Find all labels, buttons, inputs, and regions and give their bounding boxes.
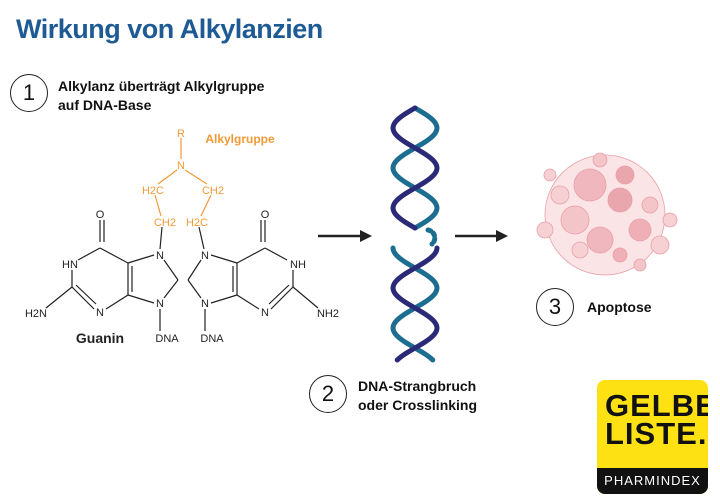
strand-break — [425, 227, 438, 247]
step-3-number: 3 — [536, 288, 574, 326]
atom-n: N — [201, 250, 209, 262]
cell-fragment — [592, 152, 608, 168]
cell-fragment — [633, 258, 647, 272]
logo-line1: GELBE — [605, 388, 708, 423]
cell-fragment — [628, 218, 652, 242]
cell-fragment — [615, 165, 635, 185]
cell-fragment — [586, 226, 614, 254]
logo-sub: PHARMINDEX — [597, 468, 708, 494]
atom-n: N — [177, 160, 185, 172]
cell-fragment — [573, 168, 607, 202]
atom-nh2: NH2 — [317, 308, 339, 320]
dna-strand-dark — [390, 105, 440, 363]
cell-fragment — [607, 187, 633, 213]
cell-fragment — [641, 196, 659, 214]
step-2-line2: oder Crosslinking — [358, 397, 478, 413]
atom-n: N — [156, 298, 164, 310]
atom-n: N — [96, 307, 104, 319]
atom-h2c: H2C — [142, 185, 164, 197]
atom-n: N — [261, 307, 269, 319]
alkyl-bonds — [154, 138, 212, 217]
cell-fragment — [650, 235, 670, 255]
apoptotic-cell — [536, 152, 678, 276]
alkyl-label: Alkylgruppe — [205, 132, 275, 146]
atom-ch2: CH2 — [202, 185, 224, 197]
step-2-number: 2 — [309, 375, 347, 413]
logo-line2: LISTE. — [605, 416, 708, 451]
step-1-number: 1 — [10, 74, 48, 112]
cell-fragment — [543, 168, 557, 182]
arrow-2 — [455, 230, 508, 242]
guanine-bonds — [45, 220, 319, 331]
step-2-label: DNA-Strangbruch oder Crosslinking — [358, 377, 477, 415]
cell-fragment — [571, 241, 589, 259]
atom-o: O — [96, 209, 105, 221]
step-1-label: Alkylanz überträgt Alkylgruppe auf DNA-Ba… — [58, 77, 264, 115]
cell-fragment — [536, 221, 554, 239]
cell-fragment — [560, 205, 590, 235]
atom-r: R — [177, 128, 185, 140]
atom-ch2: CH2 — [154, 217, 176, 229]
atom-nh: NH — [290, 259, 306, 271]
page-title: Wirkung von Alkylanzien — [16, 14, 323, 44]
dna-helix — [390, 105, 440, 363]
atom-dna: DNA — [155, 333, 179, 345]
atom-n: N — [156, 250, 164, 262]
step-2-line1: DNA-Strangbruch — [358, 378, 477, 394]
atom-n: N — [201, 298, 209, 310]
atom-h2c: H2C — [186, 217, 208, 229]
guanin-label: Guanin — [76, 330, 124, 346]
atom-h2n: H2N — [25, 308, 47, 320]
atom-o: O — [261, 209, 270, 221]
cell-fragment — [662, 212, 678, 228]
arrow-1 — [318, 230, 372, 242]
cell-fragment — [550, 185, 570, 205]
atom-dna: DNA — [200, 333, 224, 345]
step-1-line2: auf DNA-Base — [58, 97, 152, 113]
cell-fragment — [612, 247, 628, 263]
step-1-line1: Alkylanz überträgt Alkylgruppe — [58, 78, 265, 94]
atom-hn: HN — [62, 259, 78, 271]
step-3-label: Apoptose — [587, 299, 652, 315]
